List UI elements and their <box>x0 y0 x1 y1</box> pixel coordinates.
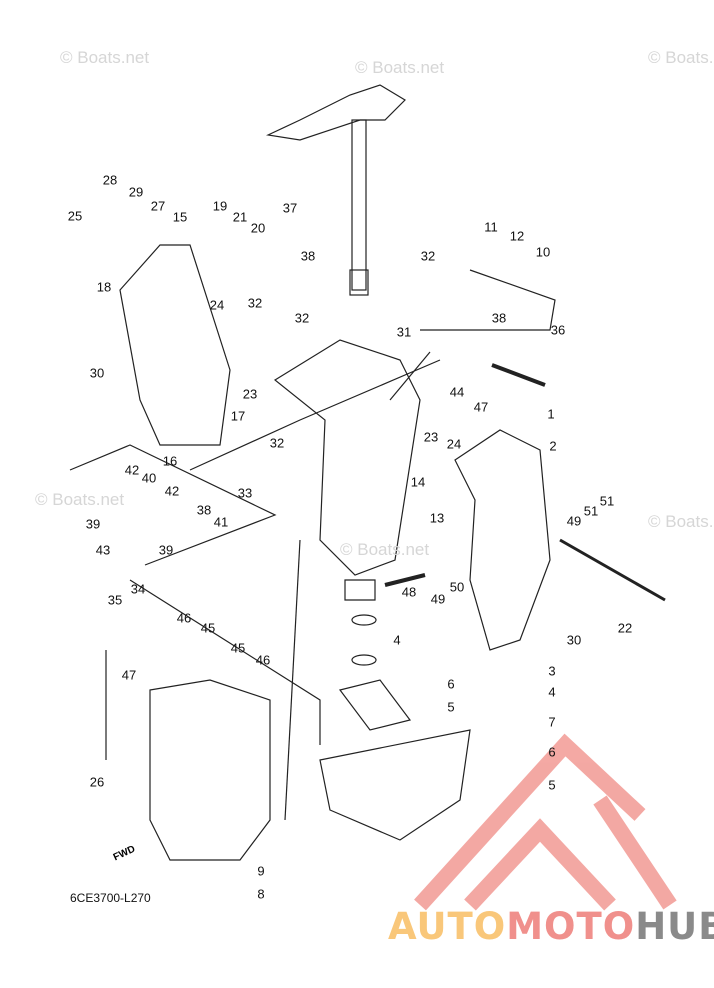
callout[interactable]: 7 <box>548 714 556 730</box>
callout[interactable]: 38 <box>491 310 507 326</box>
steering-arm <box>265 84 406 296</box>
callout[interactable]: 21 <box>232 209 248 225</box>
callout[interactable]: 8 <box>257 886 265 902</box>
callout[interactable]: 45 <box>230 640 246 656</box>
callout[interactable]: 31 <box>396 324 412 340</box>
callout[interactable]: 5 <box>548 777 556 793</box>
left-clamp-bracket <box>119 244 231 446</box>
callout[interactable]: 17 <box>230 408 246 424</box>
callout[interactable]: 48 <box>401 584 417 600</box>
swivel-bracket <box>273 339 421 576</box>
callout[interactable]: 30 <box>566 632 582 648</box>
callout[interactable]: 34 <box>130 581 146 597</box>
callout[interactable]: 46 <box>255 652 271 668</box>
callout[interactable]: 47 <box>473 399 489 415</box>
watermark: © Boats.net <box>648 512 714 531</box>
callout[interactable]: 26 <box>89 774 105 790</box>
callout[interactable]: 18 <box>96 279 112 295</box>
diagram-code: 6CE3700-L270 <box>70 891 151 905</box>
callout[interactable]: 42 <box>164 483 180 499</box>
callout[interactable]: 11 <box>484 219 498 235</box>
callout[interactable]: 45 <box>200 620 216 636</box>
callout[interactable]: 32 <box>247 295 263 311</box>
callout[interactable]: 40 <box>141 470 157 486</box>
callout[interactable]: 9 <box>257 863 265 879</box>
callout[interactable]: 50 <box>449 579 465 595</box>
callout[interactable]: 47 <box>121 667 137 683</box>
callout[interactable]: 42 <box>124 462 140 478</box>
callout[interactable]: 38 <box>196 502 212 518</box>
callout[interactable]: 12 <box>509 228 525 244</box>
logo-text-auto: AUTO <box>388 905 507 948</box>
callout[interactable]: 33 <box>237 485 253 501</box>
callout[interactable]: 51 <box>599 493 615 509</box>
callout[interactable]: 39 <box>85 516 101 532</box>
callout[interactable]: 15 <box>172 209 188 225</box>
watermark: © Boats.net <box>648 48 714 67</box>
callout[interactable]: 22 <box>617 620 633 636</box>
callout[interactable]: 44 <box>449 384 465 400</box>
callout[interactable]: 28 <box>102 172 118 188</box>
callout[interactable]: 24 <box>446 436 462 452</box>
callout[interactable]: 19 <box>212 198 228 214</box>
logo-triangle <box>414 733 677 911</box>
callout[interactable]: 43 <box>95 542 111 558</box>
callout[interactable]: 4 <box>548 684 556 700</box>
callout[interactable]: 24 <box>209 297 225 313</box>
logo-text-moto: MOTO <box>506 905 636 948</box>
callout[interactable]: 49 <box>566 513 582 529</box>
right-clamp-bracket <box>454 429 551 651</box>
tilt-rod <box>559 538 666 602</box>
callout[interactable]: 3 <box>548 663 556 679</box>
callout[interactable]: 32 <box>294 310 310 326</box>
callout[interactable]: 35 <box>107 592 123 608</box>
callout[interactable]: 6 <box>447 676 455 692</box>
callout[interactable]: 23 <box>423 429 439 445</box>
callout[interactable]: 25 <box>67 208 83 224</box>
callout[interactable]: 51 <box>583 503 599 519</box>
callout[interactable]: 23 <box>242 386 258 402</box>
callout[interactable]: 6 <box>548 744 556 760</box>
callout[interactable]: 32 <box>269 435 285 451</box>
callout[interactable]: 5 <box>447 699 455 715</box>
callout[interactable]: 30 <box>89 365 105 381</box>
callout[interactable]: 29 <box>128 184 144 200</box>
callout[interactable]: 41 <box>213 514 229 530</box>
trim-tilt-unit <box>149 679 271 861</box>
callout[interactable]: 10 <box>535 244 551 260</box>
callout[interactable]: 13 <box>429 510 445 526</box>
callout[interactable]: 49 <box>430 591 446 607</box>
callout[interactable]: 27 <box>150 198 166 214</box>
logo-text-hub: HUB <box>635 905 714 948</box>
watermark: © Boats.net <box>355 58 445 77</box>
callout[interactable]: 46 <box>176 610 192 626</box>
watermark: © Boats.net <box>35 490 125 509</box>
callout[interactable]: 36 <box>550 322 566 338</box>
callout[interactable]: 20 <box>250 220 266 236</box>
callout[interactable]: 2 <box>549 438 557 454</box>
callout[interactable]: 16 <box>162 453 178 469</box>
callout[interactable]: 4 <box>393 632 401 648</box>
callout[interactable]: 32 <box>420 248 436 264</box>
callout[interactable]: 1 <box>547 406 555 422</box>
callout[interactable]: 14 <box>410 474 426 490</box>
watermark: © Boats.net <box>340 540 430 559</box>
callout[interactable]: 37 <box>282 200 298 216</box>
lower-unit <box>319 729 471 841</box>
callout[interactable]: 39 <box>158 542 174 558</box>
callout[interactable]: 38 <box>300 248 316 264</box>
watermark: © Boats.net <box>60 48 150 67</box>
automotohub-logo: AUTOMOTOHUB <box>388 905 714 948</box>
